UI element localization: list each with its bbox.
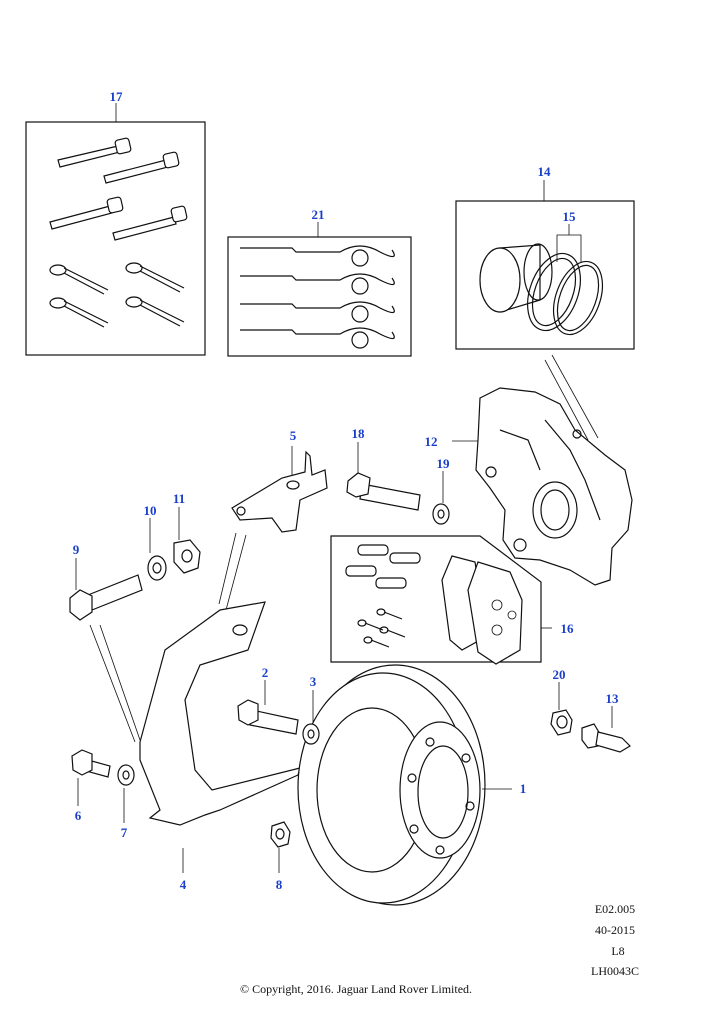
reference-line-2: 40-2015 xyxy=(595,923,635,937)
part-10-washer xyxy=(147,518,167,581)
part-3-washer xyxy=(302,690,320,745)
part-13-bolt xyxy=(581,706,631,753)
part-14-piston-seals xyxy=(455,180,635,441)
callout-19: 19 xyxy=(437,456,451,471)
part-7-washer xyxy=(117,764,135,823)
part-16-pads-kit xyxy=(330,535,552,665)
part-9-bolt xyxy=(69,558,143,743)
reference-line-3: L8 xyxy=(611,944,625,958)
callout-3: 3 xyxy=(310,674,317,689)
part-2-bolt xyxy=(237,680,299,735)
callout-20: 20 xyxy=(553,667,566,682)
part-21-springs xyxy=(227,222,412,357)
callout-9: 9 xyxy=(73,542,80,557)
reference-line-1: E02.005 xyxy=(594,902,636,916)
callout-15: 15 xyxy=(563,209,577,224)
part-19-washer xyxy=(432,471,450,525)
part-17-pins-clips xyxy=(25,103,206,356)
part-20-bush xyxy=(550,682,573,736)
callout-8: 8 xyxy=(276,877,283,892)
callout-13: 13 xyxy=(606,691,620,706)
part-12-caliper xyxy=(452,387,633,586)
callout-21: 21 xyxy=(312,207,325,222)
callout-18: 18 xyxy=(352,426,366,441)
callout-14: 14 xyxy=(538,164,552,179)
part-4-dust-shield xyxy=(139,601,301,873)
callout-10: 10 xyxy=(144,503,157,518)
callout-1: 1 xyxy=(520,781,527,796)
callout-4: 4 xyxy=(180,877,187,892)
copyright-notice: © Copyright, 2016. Jaguar Land Rover Lim… xyxy=(239,982,473,996)
reference-line-4: LH0043C xyxy=(591,964,639,978)
callout-7: 7 xyxy=(121,825,128,840)
callout-12: 12 xyxy=(425,434,438,449)
callout-labels: 1 2 3 4 5 6 7 8 9 10 11 12 13 14 15 16 1… xyxy=(73,89,619,892)
part-1-brake-disc xyxy=(297,664,512,906)
callout-5: 5 xyxy=(290,428,297,443)
callout-2: 2 xyxy=(262,665,269,680)
part-6-bolt xyxy=(71,749,111,806)
callout-16: 16 xyxy=(561,621,575,636)
part-18-bolt xyxy=(346,442,421,511)
part-8-nut xyxy=(270,821,291,873)
callout-17: 17 xyxy=(110,89,124,104)
part-11-nut xyxy=(173,507,201,574)
callout-6: 6 xyxy=(75,808,82,823)
callout-11: 11 xyxy=(173,491,185,506)
part-5-bracket xyxy=(218,446,328,611)
